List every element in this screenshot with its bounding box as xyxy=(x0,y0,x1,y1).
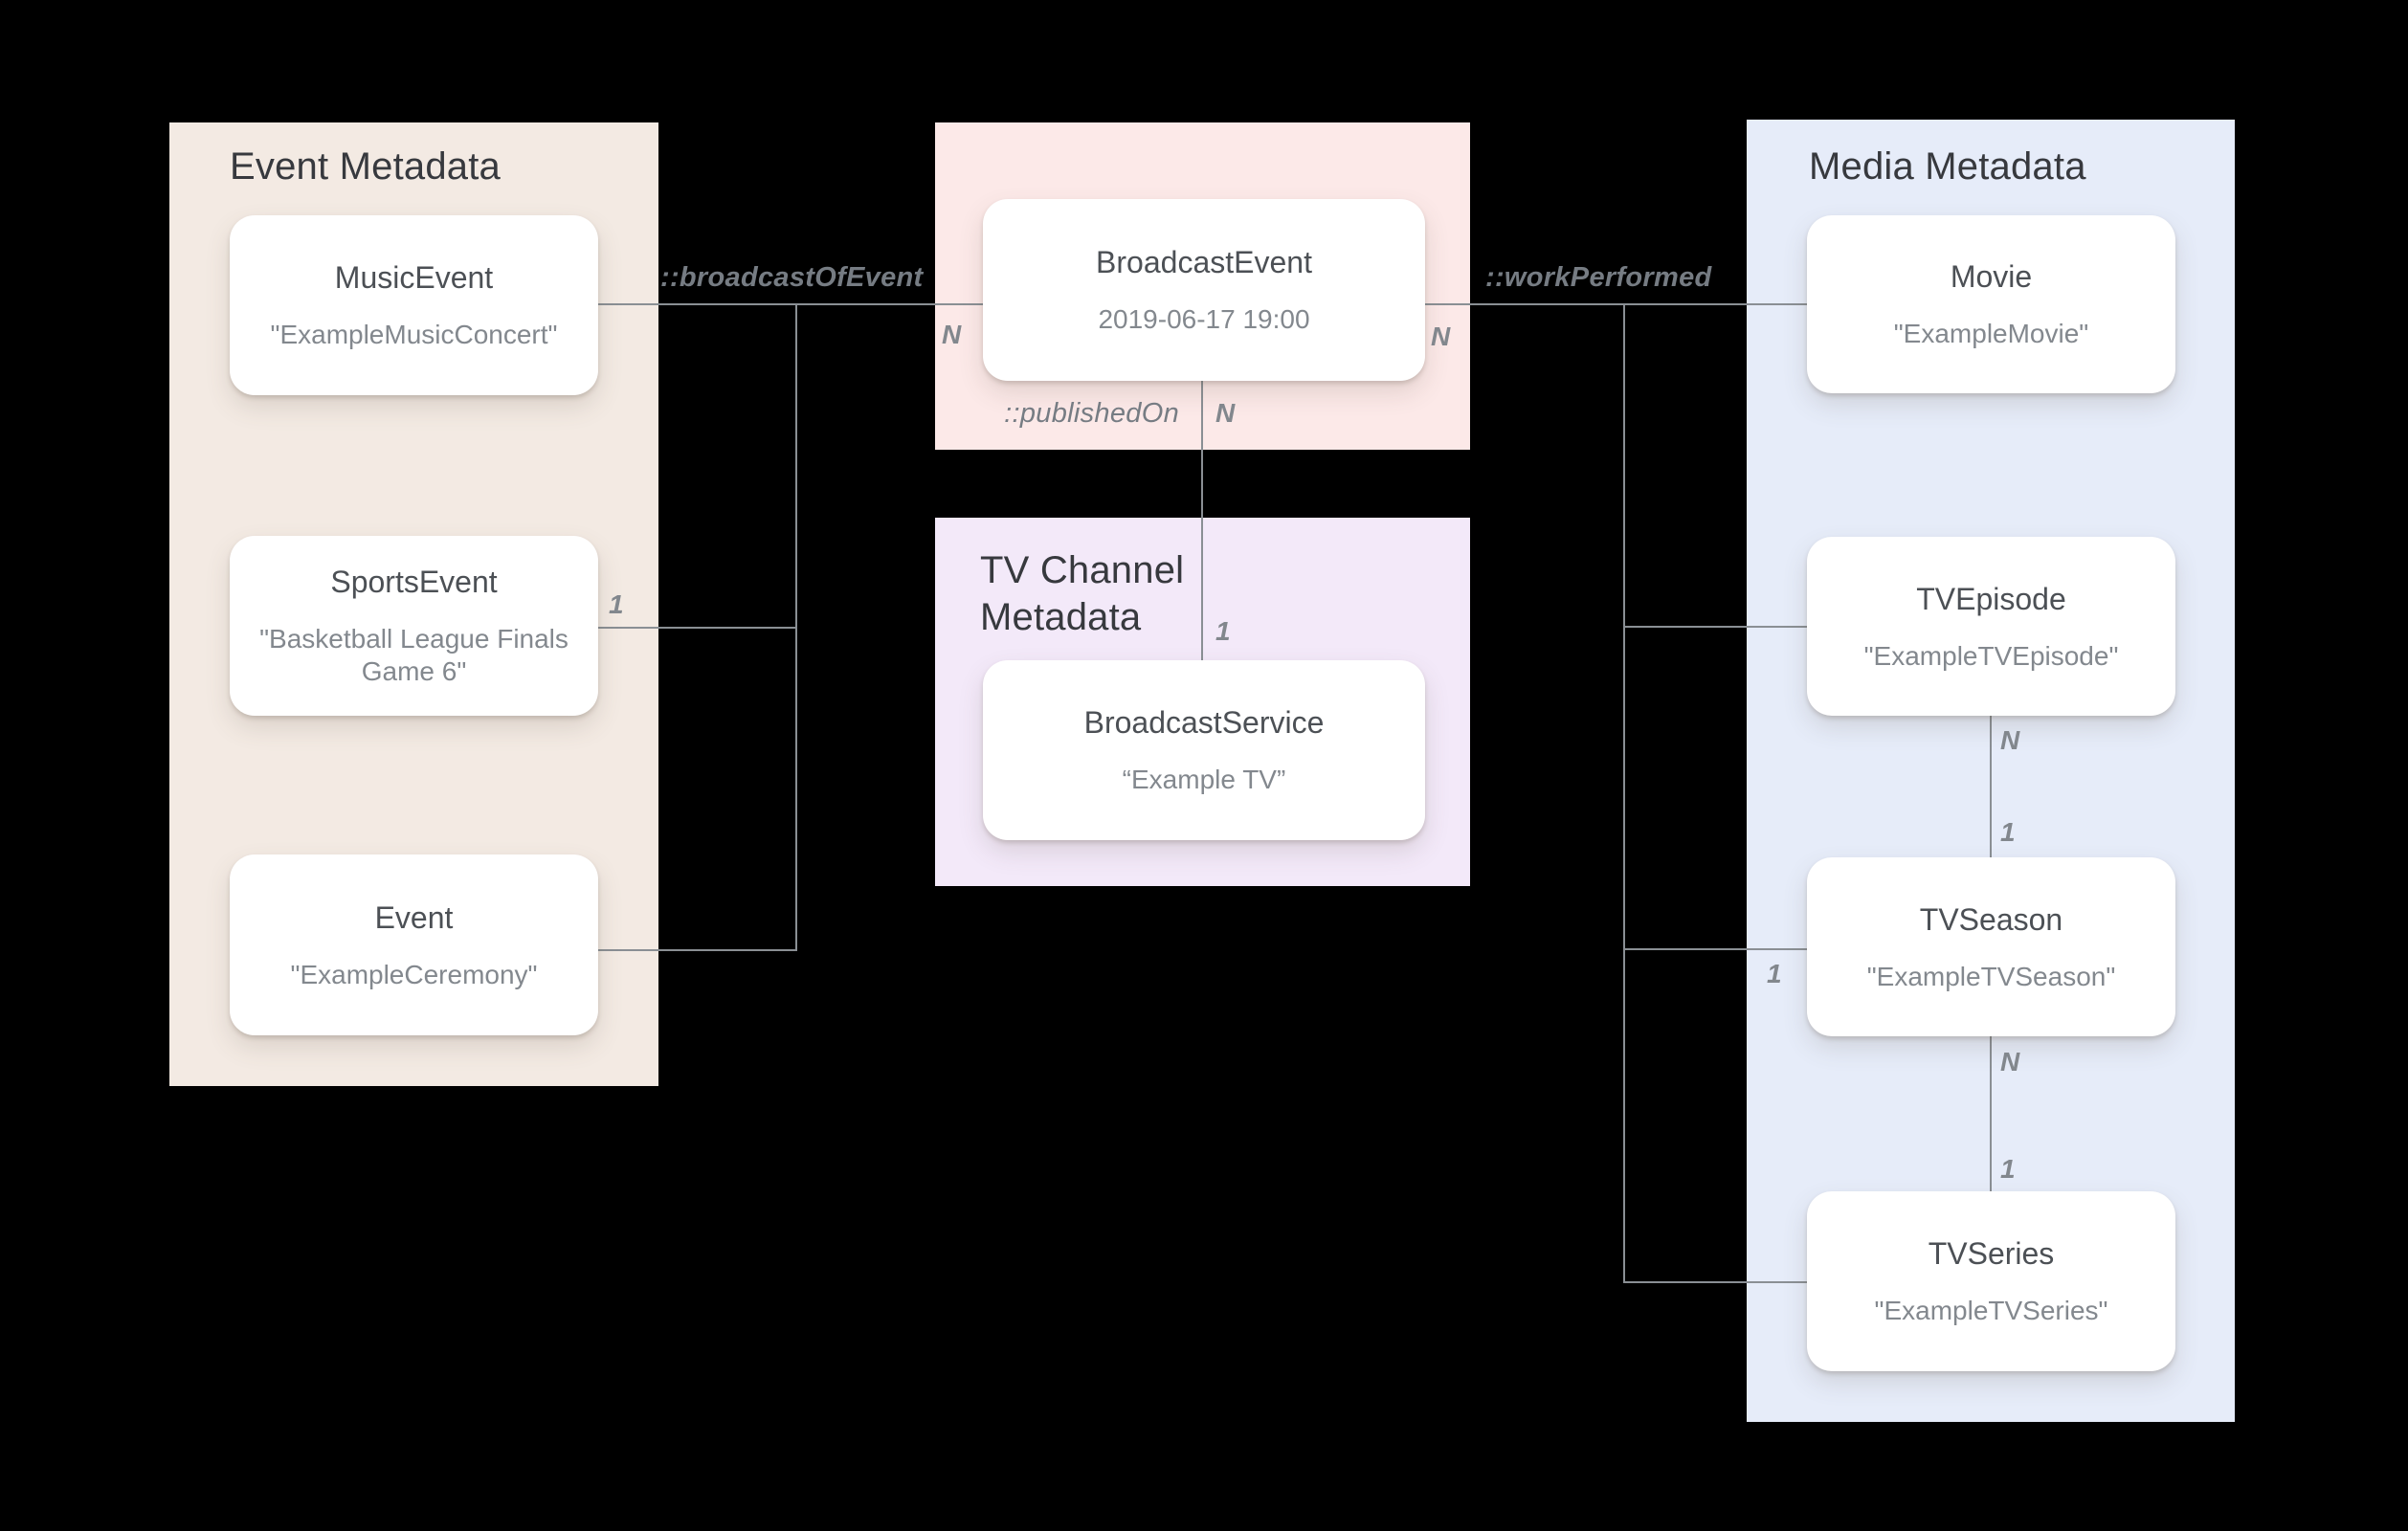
node-subtitle: "Basketball League Finals Game 6" xyxy=(259,624,569,686)
node-broadcast-service: BroadcastService “Example TV” xyxy=(983,660,1425,840)
node-subtitle: "ExampleTVEpisode" xyxy=(1863,640,2119,671)
cardinality-tvseries-top: 1 xyxy=(2000,1154,2016,1184)
node-subtitle: "ExampleMusicConcert" xyxy=(270,320,558,349)
connector-sportsevent-branch xyxy=(598,627,796,629)
connector-tvseason-tvseries xyxy=(1990,1036,1992,1191)
connector-tvseries-branch xyxy=(1623,1281,1807,1283)
node-subtitle: 2019-06-17 19:00 xyxy=(1098,304,1310,334)
connector-broadcastevent-broadcastservice xyxy=(1201,381,1203,660)
event-metadata-title: Event Metadata xyxy=(230,145,501,188)
cardinality-publishedon-bottom: 1 xyxy=(1215,616,1231,646)
node-movie: Movie "ExampleMovie" xyxy=(1807,215,2175,393)
tv-channel-metadata-title: TV Channel Metadata xyxy=(980,549,1185,638)
relation-label-workperformed: ::workPerformed xyxy=(1485,262,1712,293)
node-subtitle: "ExampleCeremony" xyxy=(290,959,538,989)
node-tv-episode: TVEpisode "ExampleTVEpisode" xyxy=(1807,537,2175,716)
connector-tvepisode-tvseason xyxy=(1990,716,1992,857)
node-title: BroadcastEvent xyxy=(1096,245,1312,279)
connector-right-bus xyxy=(1623,303,1625,1283)
cardinality-broadcastevent-left: N xyxy=(942,320,962,349)
node-music-event: MusicEvent "ExampleMusicConcert" xyxy=(230,215,598,395)
relation-label-publishedon: ::publishedOn xyxy=(1004,398,1179,429)
node-title: Event xyxy=(374,899,454,935)
cardinality-sportsevent: 1 xyxy=(609,589,624,619)
cardinality-tvseason-bottom: N xyxy=(2000,1047,2020,1076)
node-subtitle: "ExampleMovie" xyxy=(1893,319,2089,348)
node-subtitle: "ExampleTVSeason" xyxy=(1866,961,2116,991)
node-title: MusicEvent xyxy=(334,260,494,295)
cardinality-broadcastevent-right: N xyxy=(1431,322,1451,351)
connector-tvseason-branch xyxy=(1623,948,1807,950)
relation-label-broadcastofevent: ::broadcastOfEvent xyxy=(660,262,924,293)
node-broadcast-event: BroadcastEvent 2019-06-17 19:00 xyxy=(983,199,1425,381)
node-title: TVSeries xyxy=(1928,1236,2055,1271)
node-subtitle: "ExampleTVSeries" xyxy=(1874,1296,2108,1325)
node-title: BroadcastService xyxy=(1083,705,1325,740)
node-tv-season: TVSeason "ExampleTVSeason" xyxy=(1807,857,2175,1036)
node-sports-event: SportsEvent "Basketball League Finals Ga… xyxy=(230,536,598,716)
cardinality-tvepisode-bottom: N xyxy=(2000,725,2020,755)
node-tv-series: TVSeries "ExampleTVSeries" xyxy=(1807,1191,2175,1371)
connector-event-branch xyxy=(598,949,796,951)
cardinality-tvseason-left: 1 xyxy=(1767,959,1782,988)
node-title: TVEpisode xyxy=(1916,581,2066,616)
connector-left-bus xyxy=(795,303,797,951)
node-title: TVSeason xyxy=(1919,901,2063,937)
node-title: Movie xyxy=(1950,259,2033,294)
node-title: SportsEvent xyxy=(330,565,498,599)
node-subtitle: “Example TV” xyxy=(1122,765,1286,794)
media-metadata-title: Media Metadata xyxy=(1809,145,2086,188)
connector-musicevent-broadcastevent xyxy=(598,303,983,305)
connector-broadcastevent-movie xyxy=(1425,303,1807,305)
node-event: Event "ExampleCeremony" xyxy=(230,854,598,1035)
cardinality-tvseason-top: 1 xyxy=(2000,817,2016,847)
connector-tvepisode-branch xyxy=(1623,626,1807,628)
cardinality-publishedon-top: N xyxy=(1215,398,1236,428)
